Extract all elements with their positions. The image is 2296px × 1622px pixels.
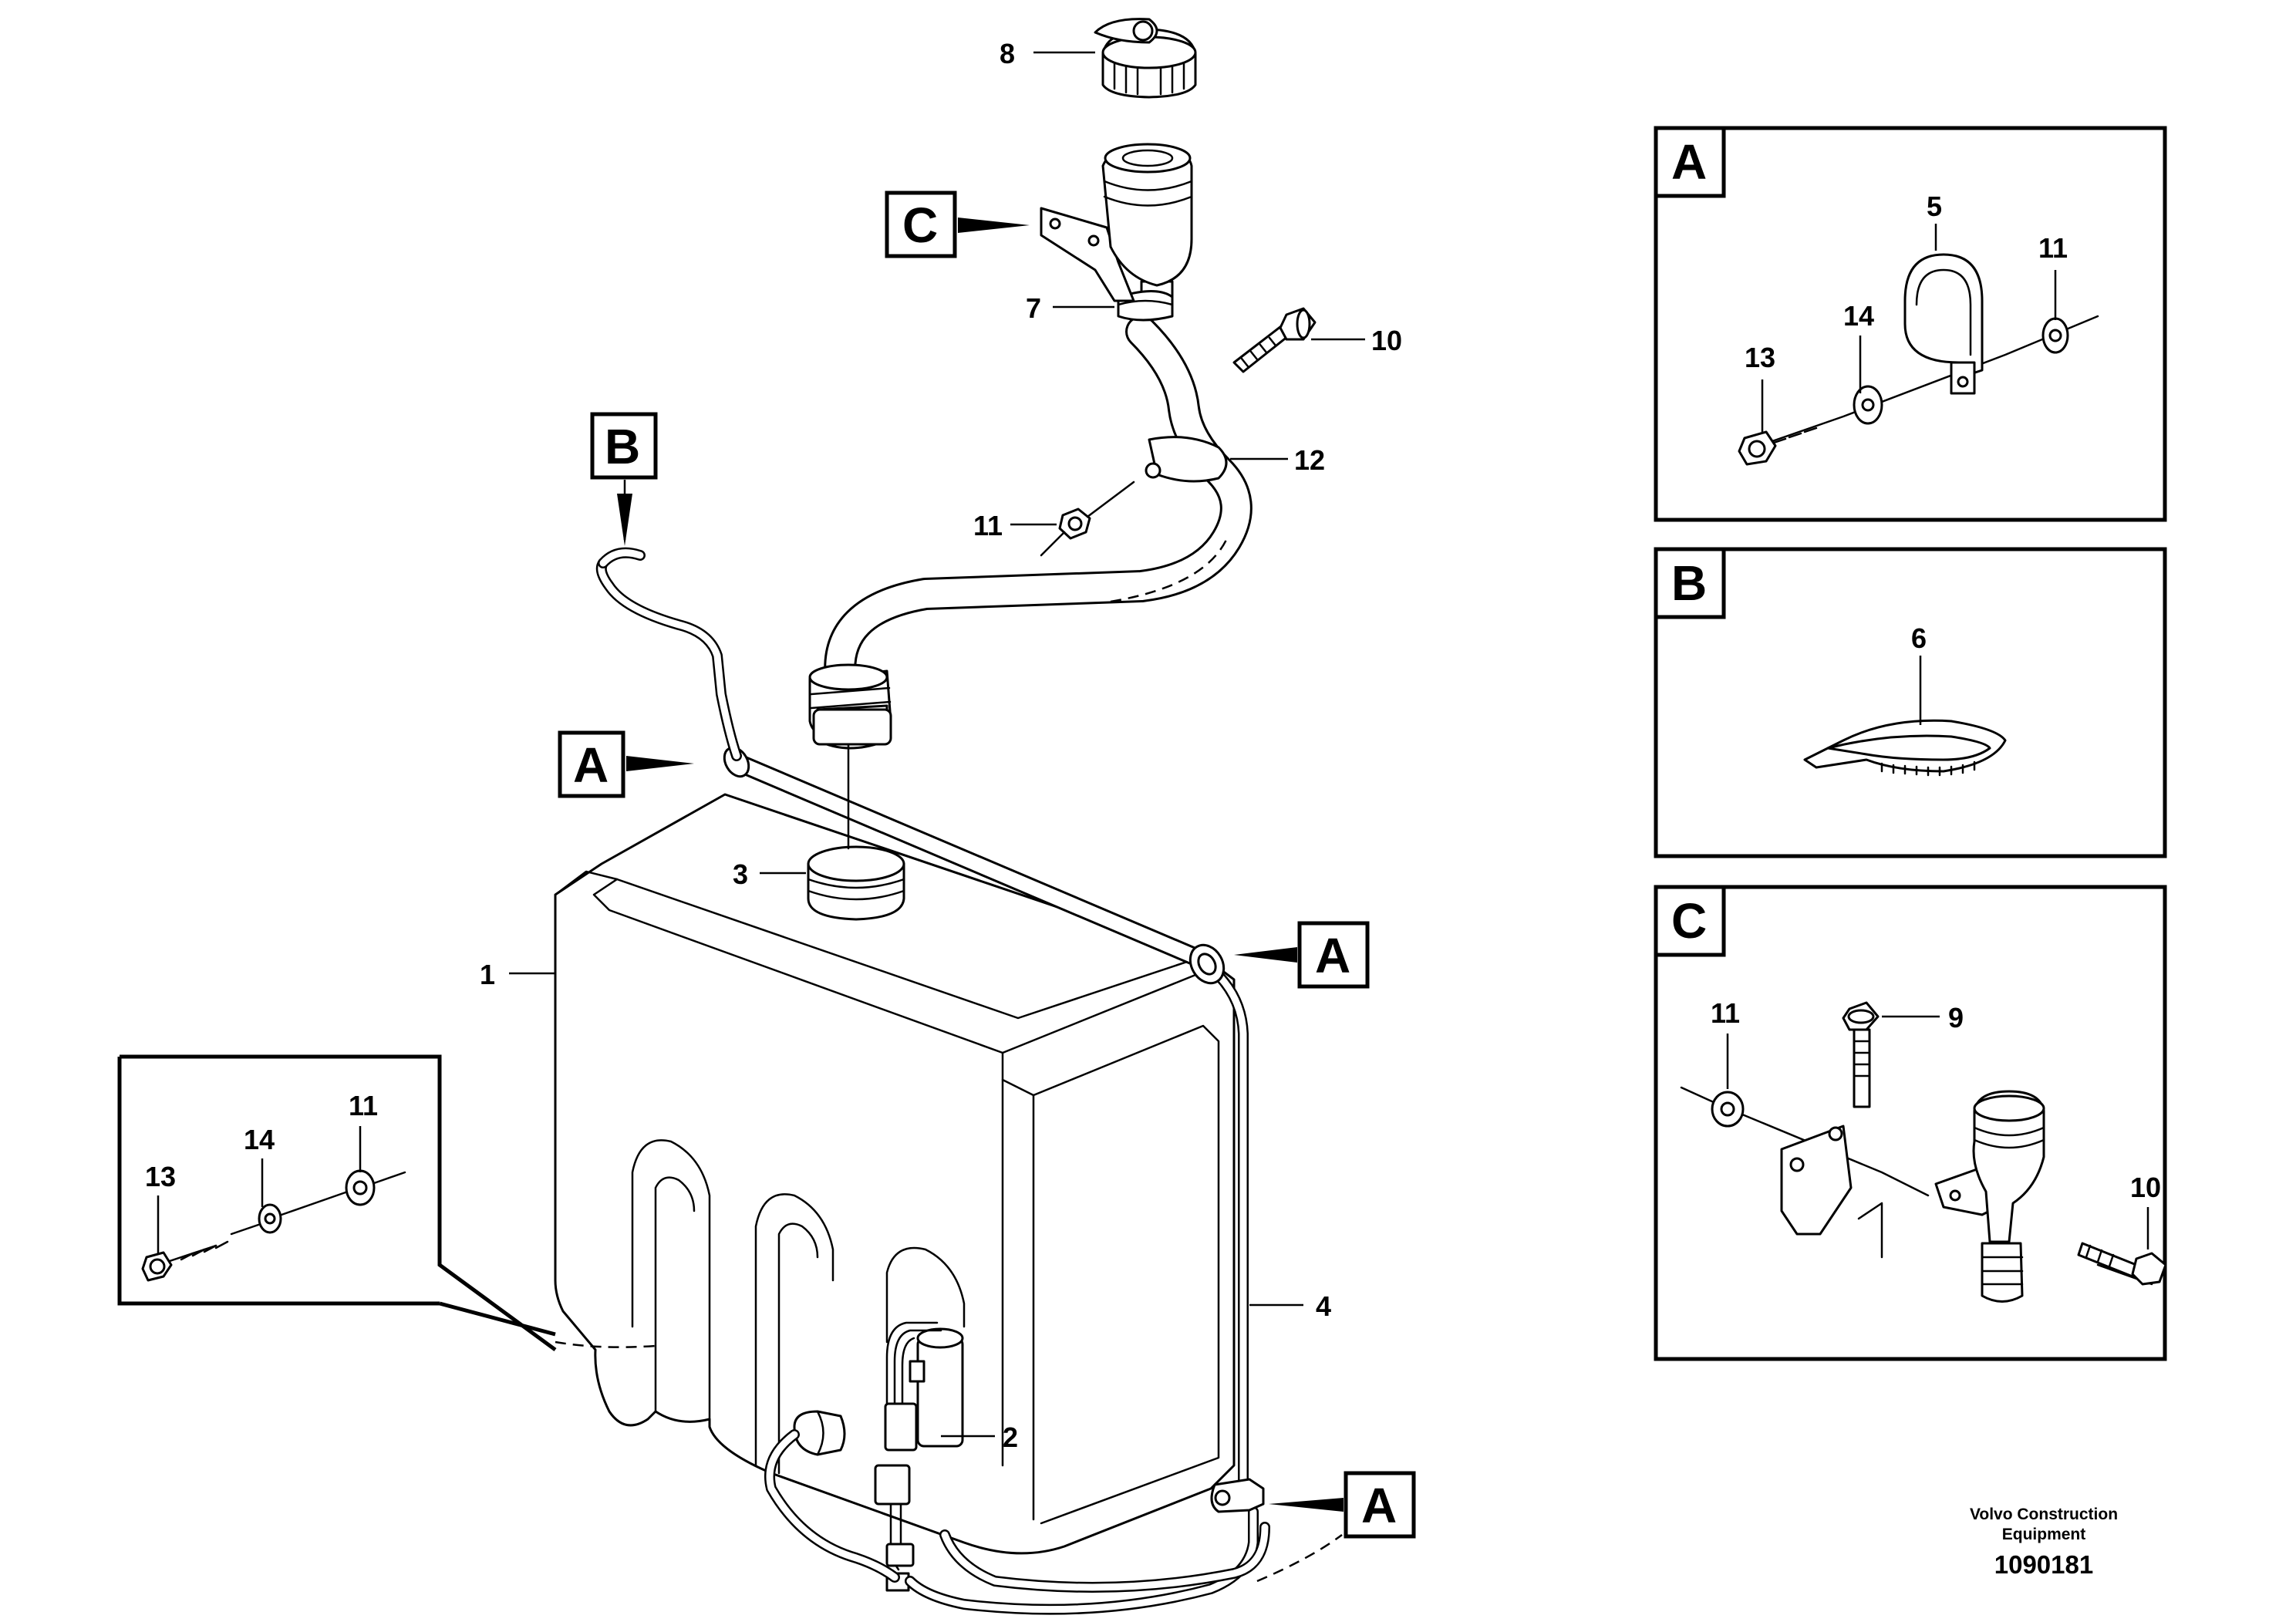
filler-neck-seal bbox=[807, 845, 905, 921]
callout-1: 1 bbox=[480, 959, 495, 990]
callout-2: 2 bbox=[1003, 1421, 1018, 1453]
ref-box-c-top: C bbox=[885, 191, 1030, 258]
document-number: 1090181 bbox=[1994, 1550, 2093, 1579]
detail-c-callout-9: 9 bbox=[1948, 1002, 1964, 1034]
svg-text:13: 13 bbox=[145, 1161, 176, 1192]
overflow-tube bbox=[595, 547, 1226, 985]
detail-b-callout-6: 6 bbox=[1911, 622, 1927, 654]
drawing-footer: Volvo Construction Equipment 1090181 bbox=[1970, 1506, 2118, 1579]
svg-text:A: A bbox=[573, 737, 609, 793]
detail-a-callout-14: 14 bbox=[1843, 300, 1874, 332]
detail-c-callout-11: 11 bbox=[1711, 997, 1740, 1029]
detail-c-callout-10: 10 bbox=[2130, 1172, 2161, 1203]
callout-8: 8 bbox=[1000, 38, 1015, 69]
callout-10: 10 bbox=[1371, 325, 1402, 356]
detail-c: C 11 9 10 bbox=[1654, 885, 2167, 1361]
svg-text:C: C bbox=[902, 197, 938, 253]
svg-text:A: A bbox=[1361, 1478, 1397, 1533]
svg-text:11: 11 bbox=[349, 1090, 378, 1121]
callout-3: 3 bbox=[733, 858, 748, 890]
filler-hose-assembly bbox=[808, 18, 1253, 850]
ref-box-a-left: A bbox=[558, 730, 694, 798]
inset-fastener-detail: 13 14 11 bbox=[117, 1054, 656, 1352]
detail-a-title: A bbox=[1671, 134, 1707, 190]
callouts-main: 8 7 10 12 11 3 1 4 2 bbox=[480, 38, 1402, 1453]
callout-4: 4 bbox=[1316, 1290, 1331, 1322]
ref-box-a-bottom: A bbox=[1269, 1471, 1416, 1539]
detail-a-callout-11: 11 bbox=[2038, 232, 2068, 264]
ref-box-b-top: B bbox=[590, 412, 658, 546]
svg-text:14: 14 bbox=[244, 1124, 275, 1155]
detail-a-callout-5: 5 bbox=[1927, 191, 1942, 222]
detail-b-title: B bbox=[1671, 555, 1707, 611]
washer-fluid-tank bbox=[554, 793, 1236, 1555]
callout-11: 11 bbox=[973, 510, 1003, 541]
callout-12: 12 bbox=[1294, 444, 1325, 476]
svg-text:A: A bbox=[1315, 928, 1350, 983]
company-credit-line1: Volvo Construction bbox=[1970, 1506, 2118, 1523]
svg-text:B: B bbox=[605, 419, 640, 474]
ref-box-a-mid: A bbox=[1234, 921, 1370, 989]
company-credit-line2: Equipment bbox=[2002, 1526, 2086, 1543]
detail-a: A 13 14 5 11 bbox=[1654, 126, 2167, 522]
hose-clamp-bolt bbox=[1040, 307, 1317, 557]
detail-a-callout-13: 13 bbox=[1745, 342, 1775, 373]
detail-b: B 6 bbox=[1654, 547, 2167, 858]
detail-c-title: C bbox=[1671, 893, 1707, 949]
callout-7: 7 bbox=[1026, 292, 1041, 324]
pump-hoses bbox=[764, 1429, 1343, 1615]
